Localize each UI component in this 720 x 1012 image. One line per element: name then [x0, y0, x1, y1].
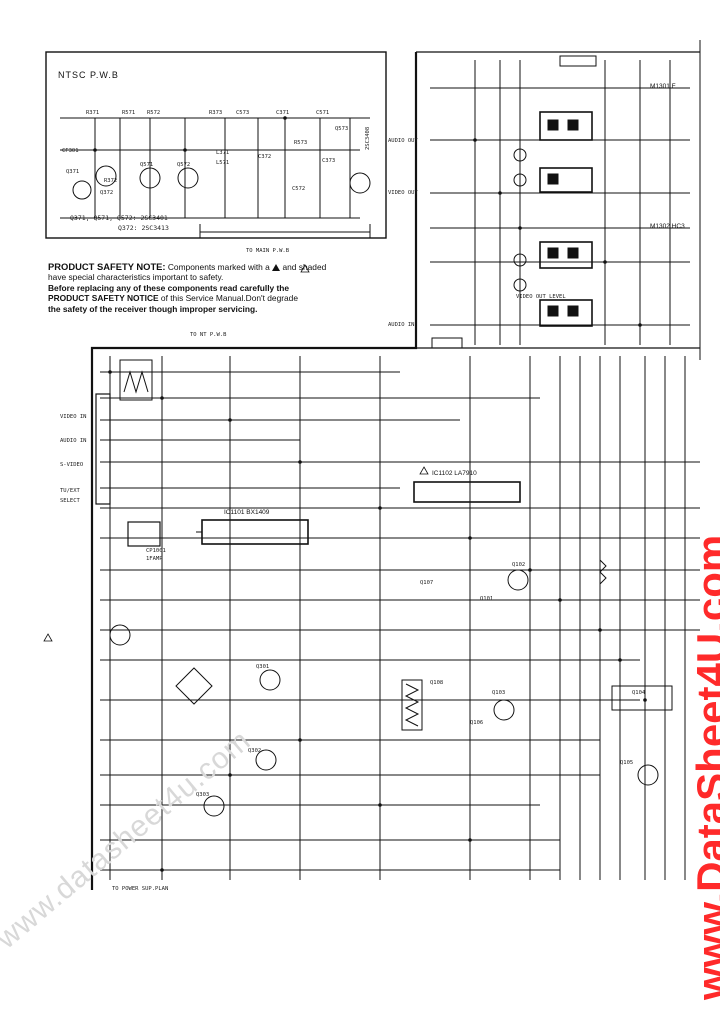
- transistor-label: Q302: [248, 748, 262, 754]
- part-label: R573: [294, 140, 308, 146]
- transistor-label: Q101: [480, 596, 494, 602]
- part-label: C571: [316, 110, 330, 116]
- transistor-label: Q102: [512, 562, 526, 568]
- safety-triangle-icon: [272, 264, 281, 272]
- part-label: C373: [322, 158, 336, 164]
- part-label: R572: [147, 110, 161, 116]
- safety-note-notice: PRODUCT SAFETY NOTICE: [48, 293, 159, 304]
- part-label: C572: [292, 186, 306, 192]
- ntsc-box-title: NTSC P.W.B: [58, 70, 119, 80]
- part-label: L371: [216, 150, 230, 156]
- transistor-label: Q108: [430, 680, 444, 686]
- watermark-vertical: www.DataSheet4U.com: [688, 534, 720, 1000]
- to-main-pwb-label: TO MAIN P.W.B: [246, 248, 290, 254]
- part-label: C371: [276, 110, 290, 116]
- part-label: C372: [258, 154, 272, 160]
- transistor-label: Q103: [492, 690, 506, 696]
- video-level-label: VIDEO OUT LEVEL: [516, 294, 566, 300]
- transistor-label: Q105: [620, 760, 634, 766]
- part-label: R372: [104, 178, 118, 184]
- part-label: Q573: [335, 126, 349, 132]
- part-label: 2SC3408: [365, 126, 371, 150]
- safety-note-line1-tail: and shaded: [282, 262, 327, 272]
- safety-note-line5: the safety of the receiver though improp…: [48, 303, 258, 314]
- transistor-label: Q104: [632, 690, 646, 696]
- audio-out-label: AUDIO OUT: [388, 138, 418, 144]
- transistor-label: Q301: [256, 664, 270, 670]
- safety-note-heading: PRODUCT SAFETY NOTE:: [48, 261, 166, 272]
- input-label: TU/EXT: [60, 488, 80, 494]
- audio-in-label: AUDIO IN: [388, 322, 415, 328]
- m1301-label: M1301 F: [650, 83, 676, 90]
- part-label: Q371: [66, 169, 80, 175]
- cp1001-label: CP1001: [146, 548, 166, 554]
- fuse-label: 1FAMP: [146, 556, 163, 562]
- part-label: Q571: [140, 162, 154, 168]
- to-power-supply-label: TO POWER SUP.PLAN: [112, 886, 169, 892]
- to-ntsc-label: TO NT P.W.B: [190, 332, 227, 338]
- safety-note-line4: of this Service Manual.Don't degrade: [160, 293, 298, 304]
- part-label: R373: [209, 110, 223, 116]
- safety-note-line3: Before replacing any of these components…: [48, 282, 290, 293]
- input-label: VIDEO IN: [60, 414, 87, 420]
- transistor-note-2: Q372: 2SC3413: [118, 224, 169, 232]
- input-label: S-VIDEO: [60, 462, 84, 468]
- part-label: CF301: [62, 148, 79, 154]
- m1302-label: M1302 HC3: [650, 223, 685, 230]
- ic1101-label: IC1101 BX1409: [224, 509, 270, 516]
- product-safety-note: PRODUCT SAFETY NOTE: Components marked w…: [48, 261, 327, 314]
- safety-note-line2: have special characteristics important t…: [48, 272, 224, 283]
- transistor-label: Q107: [420, 580, 434, 586]
- input-label: AUDIO IN: [60, 438, 87, 444]
- transistor-label: Q303: [196, 792, 210, 798]
- part-label: Q572: [177, 162, 191, 168]
- ic1102-label: IC1102 LA7910: [432, 470, 477, 477]
- safety-note-line1: Components marked with a: [167, 262, 270, 272]
- transistor-label: Q106: [470, 720, 484, 726]
- part-label: R571: [122, 110, 136, 116]
- input-label: SELECT: [60, 498, 80, 504]
- transistor-note-1: Q371, Q571, Q572: 2SC3401: [70, 214, 168, 222]
- part-label: Q372: [100, 190, 114, 196]
- part-label: L571: [216, 160, 230, 166]
- video-out-label: VIDEO OUT: [388, 190, 418, 196]
- part-label: C573: [236, 110, 250, 116]
- part-label: R371: [86, 110, 100, 116]
